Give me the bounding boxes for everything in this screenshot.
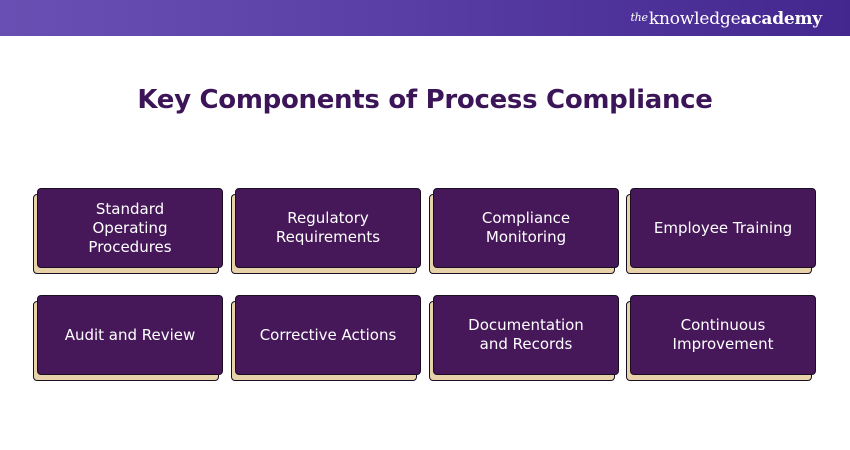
component-card-regulatory-requirements: Regulatory Requirements xyxy=(231,188,421,274)
card-label: Documentation and Records xyxy=(433,295,619,375)
card-label: Audit and Review xyxy=(37,295,223,375)
component-card-documentation-and-records: Documentation and Records xyxy=(429,295,619,381)
component-card-compliance-monitoring: Compliance Monitoring xyxy=(429,188,619,274)
card-label: Standard Operating Procedures xyxy=(37,188,223,268)
brand-knowledge: knowledge xyxy=(648,9,741,29)
page-title: Key Components of Process Compliance xyxy=(137,85,713,115)
card-label: Regulatory Requirements xyxy=(235,188,421,268)
card-label: Continuous Improvement xyxy=(630,295,816,375)
brand-logo[interactable]: theknowledgeacademy xyxy=(630,8,822,29)
component-card-corrective-actions: Corrective Actions xyxy=(231,295,421,381)
component-card-employee-training: Employee Training xyxy=(626,188,816,274)
brand-academy: academy xyxy=(740,9,822,29)
card-label: Employee Training xyxy=(630,188,816,268)
header-bar: theknowledgeacademy xyxy=(0,0,850,36)
brand-the: the xyxy=(630,11,648,24)
component-card-standard-operating-procedures: Standard Operating Procedures xyxy=(33,188,223,274)
component-card-continuous-improvement: Continuous Improvement xyxy=(626,295,816,381)
card-label: Corrective Actions xyxy=(235,295,421,375)
component-card-audit-and-review: Audit and Review xyxy=(33,295,223,381)
card-label: Compliance Monitoring xyxy=(433,188,619,268)
